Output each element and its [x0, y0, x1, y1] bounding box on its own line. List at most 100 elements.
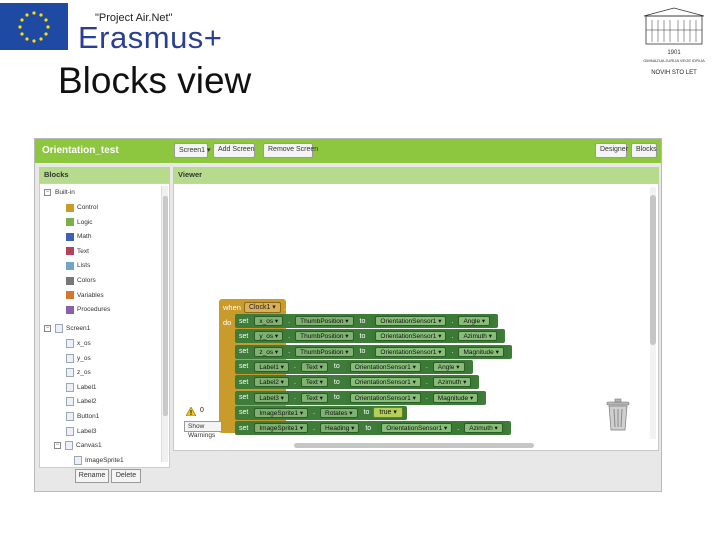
component-icon	[66, 353, 74, 363]
sensor-property-dropdown[interactable]: Azimuth ▾	[458, 331, 497, 342]
scrollbar-thumb[interactable]	[650, 195, 656, 345]
to-keyword: to	[363, 409, 370, 417]
property-dropdown[interactable]: Text ▾	[300, 377, 328, 388]
sensor-property-dropdown[interactable]: Magnitude ▾	[432, 392, 479, 403]
target-component-dropdown[interactable]: ImageSprite1 ▾	[254, 423, 309, 434]
remove-screen-button[interactable]: Remove Screen	[263, 143, 318, 158]
sensor-getter-block[interactable]: OrientationSensor1 ▾. Magnitude ▾	[345, 391, 483, 404]
tree-item-label: y_os	[77, 354, 91, 362]
target-component-dropdown[interactable]: Label2 ▾	[254, 377, 289, 388]
trash-can-icon[interactable]	[604, 396, 632, 432]
sensor-property-dropdown[interactable]: Angle ▾	[432, 361, 465, 372]
sensor-property-dropdown[interactable]: Angle ▾	[458, 316, 491, 326]
sensor-getter-block[interactable]: OrientationSensor1 ▾.Angle ▾	[345, 360, 469, 373]
property-dropdown[interactable]: ThumbPosition ▾	[295, 331, 354, 342]
dot-separator: .	[425, 394, 428, 401]
tree-item-label2[interactable]: Label2	[66, 395, 97, 408]
delete-button[interactable]: Delete	[111, 469, 141, 483]
property-dropdown[interactable]: Heading ▾	[320, 423, 360, 434]
tree-item-y_os[interactable]: y_os	[66, 352, 91, 365]
tree-item-text[interactable]: Text	[66, 245, 89, 258]
screen-dropdown[interactable]: Screen1 ▾	[174, 143, 211, 158]
sensor-getter-block[interactable]: OrientationSensor1 ▾.Azimuth ▾	[345, 376, 476, 389]
target-component-dropdown[interactable]: ImageSprite1 ▾	[254, 407, 309, 418]
property-dropdown[interactable]: Text ▾	[300, 392, 328, 403]
viewer-vertical-scrollbar[interactable]	[650, 187, 656, 439]
tree-item-label3[interactable]: Label3	[66, 425, 97, 438]
tree-item-label1[interactable]: Label1	[66, 381, 97, 394]
tree-item-imagesprite1[interactable]: ImageSprite1	[74, 454, 124, 467]
boolean-block[interactable]: true ▾	[373, 407, 403, 419]
tree-item-x_os[interactable]: x_os	[66, 337, 91, 350]
blocks-panel-header: Blocks	[39, 167, 170, 183]
viewer-horizontal-scrollbar[interactable]	[294, 443, 534, 448]
dot-separator: .	[288, 332, 291, 340]
event-block-header[interactable]: when Clock1 ▾ .Timer	[219, 299, 305, 315]
target-component-dropdown[interactable]: z_os ▾	[254, 346, 284, 357]
sensor-component-dropdown[interactable]: OrientationSensor1 ▾	[375, 346, 447, 357]
app-inventor-window: Orientation_test Screen1 ▾ Add Screen Re…	[34, 138, 662, 492]
sensor-component-dropdown[interactable]: OrientationSensor1 ▾	[375, 331, 447, 342]
tree-item-math[interactable]: Math	[66, 230, 91, 243]
designer-button[interactable]: Designer	[595, 143, 628, 158]
sensor-property-dropdown[interactable]: Azimuth ▾	[432, 377, 472, 388]
tree-screen1[interactable]: − Screen1	[44, 322, 90, 335]
target-component-dropdown[interactable]: y_os ▾	[254, 331, 284, 342]
tree-item-canvas1[interactable]: −Canvas1	[54, 439, 102, 452]
sensor-component-dropdown[interactable]: OrientationSensor1 ▾	[349, 392, 421, 403]
collapse-icon[interactable]: −	[44, 189, 51, 196]
sensor-component-dropdown[interactable]: OrientationSensor1 ▾	[349, 377, 421, 388]
sensor-getter-block[interactable]: OrientationSensor1 ▾.Magnitude ▾	[371, 345, 508, 358]
tree-item-variables[interactable]: Variables	[66, 289, 104, 302]
category-color-icon	[66, 247, 74, 256]
tree-item-z_os[interactable]: z_os	[66, 366, 91, 379]
sensor-component-dropdown[interactable]: OrientationSensor1 ▾	[375, 316, 447, 326]
target-component-dropdown[interactable]: Label1 ▾	[254, 361, 289, 372]
show-warnings-button[interactable]: Show Warnings	[184, 421, 222, 439]
blocks-button[interactable]: Blocks	[631, 143, 657, 158]
sensor-property-dropdown[interactable]: Azimuth ▾	[464, 423, 503, 434]
tree-item-control[interactable]: Control	[66, 201, 98, 214]
collapse-icon[interactable]: −	[54, 442, 61, 450]
sensor-getter-block[interactable]: OrientationSensor1 ▾.Azimuth ▾	[371, 330, 501, 343]
tree-item-procedures[interactable]: Procedures	[66, 303, 110, 316]
sensor-component-dropdown[interactable]: OrientationSensor1 ▾	[381, 423, 453, 434]
sensor-getter-block[interactable]: OrientationSensor1 ▾.Angle ▾	[371, 315, 495, 327]
collapse-icon[interactable]: −	[44, 325, 51, 332]
tree-item-colors[interactable]: Colors	[66, 274, 96, 287]
sensor-component-dropdown[interactable]: OrientationSensor1 ▾	[349, 361, 421, 372]
blocks-panel-scrollbar[interactable]	[161, 186, 168, 462]
tree-item-label: Logic	[77, 218, 93, 226]
target-component-dropdown[interactable]: Label3 ▾	[254, 392, 289, 403]
tree-item-label: Lists	[77, 262, 91, 270]
property-dropdown[interactable]: Text ▾	[300, 361, 328, 372]
property-dropdown[interactable]: ThumbPosition ▾	[295, 316, 354, 326]
property-dropdown[interactable]: ThumbPosition ▾	[295, 346, 354, 357]
dot-separator: .	[288, 348, 291, 356]
school-year: 1901	[667, 50, 681, 56]
sensor-getter-block[interactable]: OrientationSensor1 ▾.Azimuth ▾	[377, 422, 507, 435]
to-keyword: to	[359, 332, 366, 340]
component-dropdown[interactable]: Clock1 ▾	[243, 301, 281, 313]
add-screen-button[interactable]: Add Screen	[213, 143, 255, 158]
project-name: Orientation_test	[42, 145, 119, 156]
tree-item-lists[interactable]: Lists	[66, 259, 90, 272]
tree-item-button1[interactable]: Button1	[66, 410, 99, 423]
target-component-dropdown[interactable]: x_os ▾	[254, 316, 284, 326]
rename-button[interactable]: Rename	[75, 469, 109, 483]
tree-builtin[interactable]: − Built-in	[44, 186, 75, 199]
property-dropdown[interactable]: Rotates ▾	[320, 407, 358, 418]
sensor-property-dropdown[interactable]: Magnitude ▾	[458, 346, 504, 357]
component-icon	[66, 368, 74, 378]
scrollbar-thumb[interactable]	[163, 196, 168, 416]
tree-item-logic[interactable]: Logic	[66, 216, 93, 229]
